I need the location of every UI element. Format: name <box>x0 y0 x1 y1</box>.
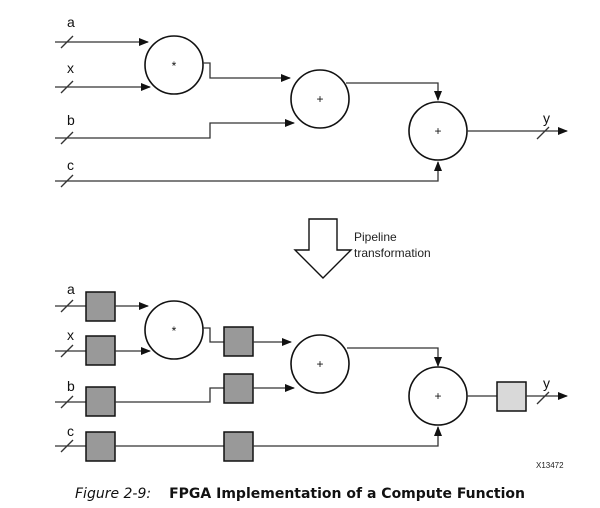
multiplier-node <box>144 35 204 95</box>
output-y: y <box>467 110 568 140</box>
figure-code: X13472 <box>536 461 564 470</box>
bus-slash <box>60 344 74 358</box>
bus-slash <box>536 126 550 140</box>
pipeline-transform: Pipeline transformation <box>293 218 431 279</box>
multiplier-symbol: * <box>172 59 177 73</box>
adder-1-symbol: + <box>316 357 323 371</box>
down-arrow-icon <box>293 218 353 279</box>
wire-mult-to-add1 <box>203 62 291 82</box>
register-b-2 <box>223 373 254 404</box>
bus-slash <box>60 131 74 145</box>
register-a <box>85 291 116 322</box>
figure-label: Figure 2-9: <box>75 486 152 502</box>
register-c-1 <box>85 431 116 462</box>
adder-1-symbol: + <box>316 92 323 106</box>
output-label-y: y <box>543 110 550 126</box>
wire-add1-to-add2 <box>346 82 442 101</box>
bus-slash <box>60 35 74 49</box>
input-label-a: a <box>67 14 75 30</box>
input-a: a <box>55 14 149 49</box>
wire-b <box>55 119 295 139</box>
output-y: y <box>467 375 568 412</box>
bus-slash <box>60 299 74 313</box>
input-label-a: a <box>67 281 75 297</box>
adder-2-symbol: + <box>434 124 441 138</box>
wire-b-mid <box>115 387 224 403</box>
adder-1-node <box>290 69 350 129</box>
wire-c-out <box>253 426 442 447</box>
input-x: x <box>55 327 151 366</box>
bus-slash <box>60 439 74 453</box>
input-c: c <box>55 423 442 462</box>
multiplier-node <box>144 300 204 360</box>
input-label-b: b <box>67 112 75 128</box>
input-x: x <box>55 60 151 94</box>
input-b: b <box>55 112 295 145</box>
register-x <box>85 335 116 366</box>
top-diagram: a x * b + c + <box>55 14 568 188</box>
input-c: c <box>55 157 442 188</box>
input-label-c: c <box>67 423 74 439</box>
input-label-x: x <box>67 60 74 76</box>
input-b: b <box>55 373 295 417</box>
bus-slash <box>60 174 74 188</box>
bottom-diagram: a x * b <box>55 281 568 470</box>
wire-mult-to-reg <box>203 327 224 343</box>
register-output <box>496 381 527 412</box>
output-label-y: y <box>543 375 550 391</box>
figure-caption: Figure 2-9: FPGA Implementation of a Comp… <box>0 486 600 502</box>
adder-1-node <box>290 334 350 394</box>
bus-slash <box>536 391 550 405</box>
wire-add1-to-add2 <box>347 347 442 367</box>
input-a: a <box>55 281 149 322</box>
multiplier-symbol: * <box>172 324 177 338</box>
adder-2-symbol: + <box>434 389 441 403</box>
register-mult <box>223 326 254 357</box>
input-label-b: b <box>67 378 75 394</box>
bus-slash <box>60 80 74 94</box>
input-label-c: c <box>67 157 74 173</box>
input-label-x: x <box>67 327 74 343</box>
transform-label-line1: Pipeline <box>354 230 397 244</box>
register-c-2 <box>223 431 254 462</box>
transform-label-line2: transformation <box>354 246 431 260</box>
register-b-1 <box>85 386 116 417</box>
wire-c <box>55 161 442 182</box>
bus-slash <box>60 395 74 409</box>
figure-title: FPGA Implementation of a Compute Functio… <box>169 486 525 502</box>
